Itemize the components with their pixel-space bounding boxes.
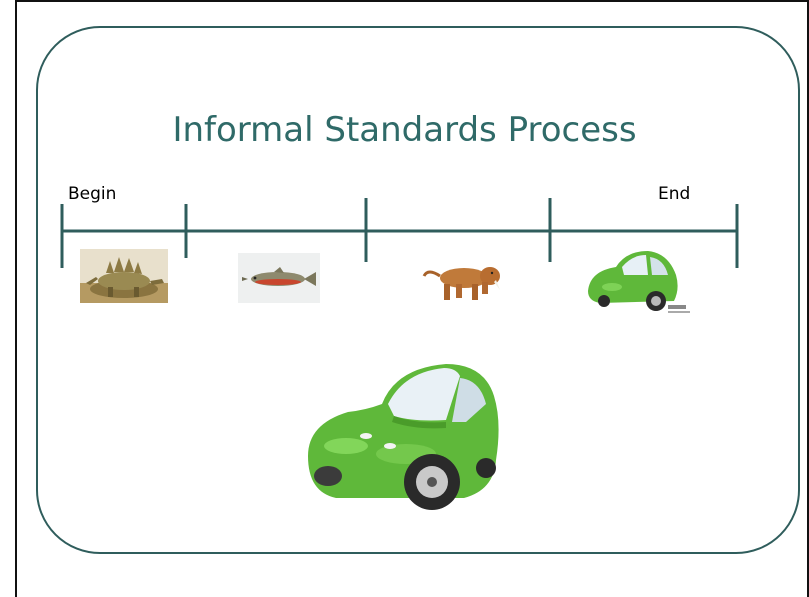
slide-title: Informal Standards Process — [172, 110, 637, 150]
end-label: End — [658, 184, 691, 204]
green-car-small-icon — [588, 251, 690, 313]
page-edge — [15, 0, 17, 597]
fish-icon — [238, 253, 320, 303]
page-edge — [807, 0, 809, 597]
page-edge — [15, 0, 809, 2]
begin-label: Begin — [68, 184, 117, 204]
slide-frame — [36, 26, 800, 554]
stegosaurus-icon — [80, 249, 168, 303]
sabertooth-cat-icon — [422, 267, 500, 300]
green-car-large-icon — [308, 364, 499, 510]
